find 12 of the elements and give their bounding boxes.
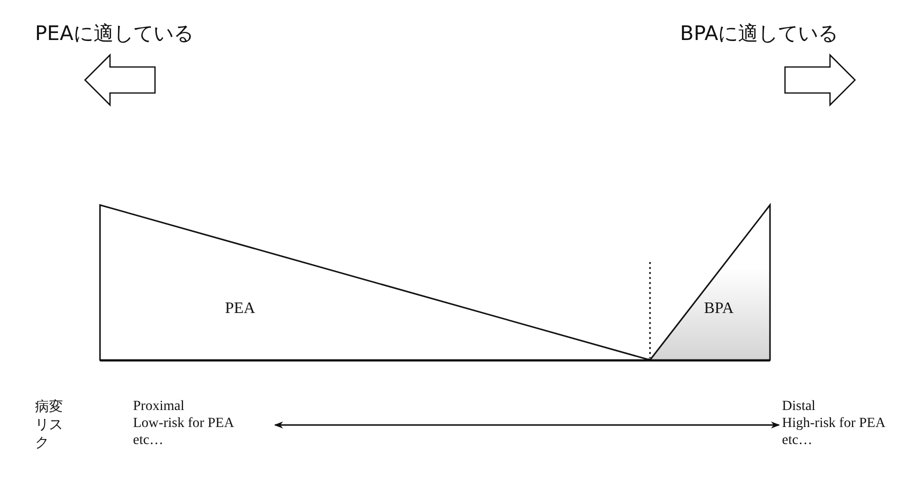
heading-text: PEAに適している xyxy=(35,20,194,47)
axis-label: 病変リスク xyxy=(35,398,64,452)
heading-text: BPAに適している xyxy=(680,20,838,47)
range-end-text: High-risk for PEA xyxy=(782,415,886,432)
range-end-text: Low-risk for PEA xyxy=(133,415,234,432)
range-end-text: Distal xyxy=(782,398,816,415)
area-label: PEA xyxy=(225,300,256,318)
double-arrow xyxy=(274,421,780,429)
area-label: BPA xyxy=(704,300,734,318)
range-end-text: Proximal xyxy=(133,398,184,415)
range-end-text: etc… xyxy=(782,432,812,449)
range-end-text: etc… xyxy=(133,432,164,449)
